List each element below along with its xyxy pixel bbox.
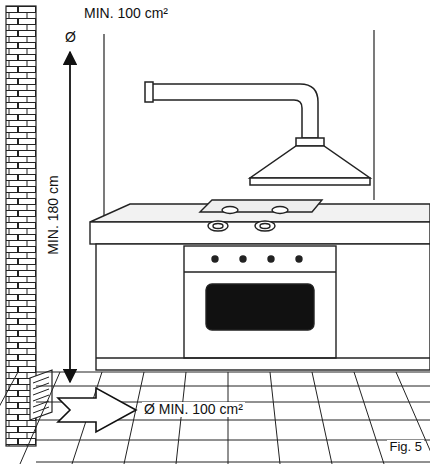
dimension-label: MIN. 100 cm² bbox=[82, 6, 170, 21]
diameter-symbol: Ø bbox=[63, 30, 78, 45]
wall-corner-line bbox=[373, 30, 374, 200]
height-dimension-arrow bbox=[69, 52, 71, 382]
cooker-unit bbox=[90, 200, 430, 370]
floor-tile-line bbox=[228, 372, 229, 464]
floor-tile-line bbox=[312, 372, 332, 464]
floor-tile-line bbox=[0, 372, 18, 464]
wall-corner-line bbox=[103, 34, 104, 222]
wall-vent-grille bbox=[30, 370, 52, 420]
floor-tile-line bbox=[354, 372, 384, 464]
tiled-floor bbox=[0, 372, 430, 464]
floor-tile-line bbox=[270, 372, 280, 464]
figure-caption: Fig. 5 bbox=[387, 440, 424, 454]
floor-tile-line bbox=[124, 372, 144, 464]
dimension-label: MIN. 180 cm bbox=[46, 173, 61, 256]
extractor-hood bbox=[145, 82, 370, 185]
floor-tile-line bbox=[36, 386, 430, 387]
floor-tile-line bbox=[176, 372, 186, 464]
dimension-label: Ø MIN. 100 cm² bbox=[142, 402, 245, 417]
floor-tile-line bbox=[36, 372, 430, 373]
floor-tile-line bbox=[36, 462, 430, 463]
air-inflow-arrow bbox=[58, 388, 136, 432]
floor-tile-line bbox=[20, 372, 60, 464]
floor-tile-line bbox=[36, 440, 430, 441]
